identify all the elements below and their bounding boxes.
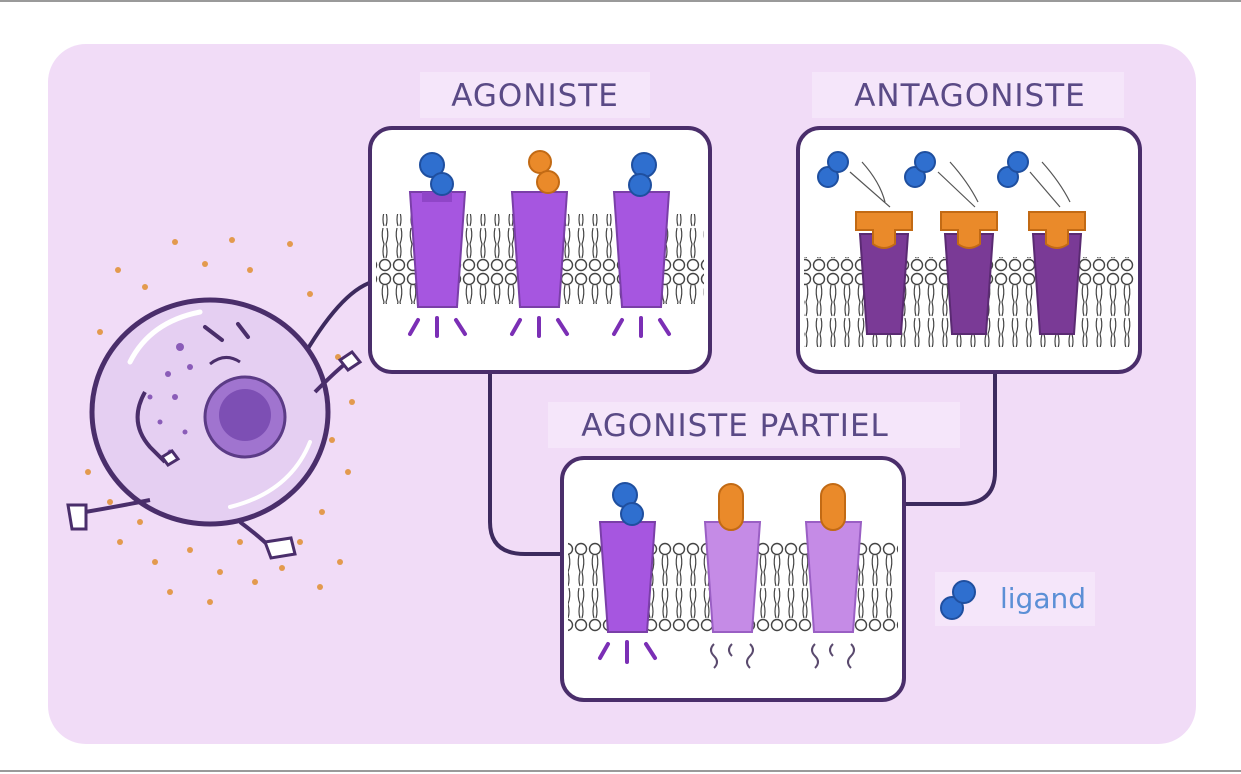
ligand-icon (997, 166, 1019, 188)
ligand-icon (827, 151, 849, 173)
ligand-icon (631, 152, 657, 178)
ligand-icon (718, 483, 744, 531)
connector-agoniste-partiel (488, 374, 565, 556)
cell-nucleolus (219, 389, 271, 441)
antagonist-block (1028, 211, 1086, 249)
title-bg-antagoniste (812, 72, 1124, 118)
free-ligand (904, 151, 979, 208)
cell-foot-right (262, 536, 297, 560)
panel-title-agoniste: AGONISTE (451, 78, 619, 114)
cell-hand-left (159, 449, 181, 467)
receptor (510, 191, 569, 308)
cell-hand-right (337, 349, 363, 373)
ligand-icon (430, 172, 454, 196)
signal-lines (612, 316, 671, 338)
panel-title-antagoniste: ANTAGONISTE (854, 78, 1086, 114)
cell-highlight-lower (228, 440, 312, 509)
cell-foot-left (66, 503, 88, 531)
panel-agoniste-partiel: AGONISTE PARTIEL (548, 402, 960, 702)
motion-lines (849, 161, 891, 208)
ligand-icon (419, 152, 445, 178)
receptor (703, 521, 762, 633)
cell-leg-left (84, 498, 151, 514)
weak-signal-lines (811, 643, 855, 669)
motion-lines (937, 161, 979, 208)
title-bg-partiel (548, 402, 960, 448)
title-bg-agoniste (420, 72, 650, 118)
free-ligand (997, 151, 1071, 208)
ligand-icon (952, 580, 976, 604)
receptor (408, 191, 467, 308)
connector-antagoniste-partiel (905, 374, 997, 506)
signal-lines (510, 316, 569, 338)
ligand-icon (620, 502, 644, 526)
cell-mouth (209, 356, 241, 366)
signal-lines (598, 640, 657, 664)
receptor (804, 521, 863, 633)
antagonist-block (855, 211, 913, 249)
ligand-icon (817, 166, 839, 188)
panel-antagoniste: ANTAGONISTE (796, 72, 1142, 374)
receptor-cap (422, 192, 452, 202)
ligand-icon (628, 173, 652, 197)
receptor (598, 521, 657, 633)
legend: ligand (935, 572, 1095, 626)
signal-lines (408, 316, 467, 338)
motion-lines (1029, 161, 1071, 208)
legend-label: ligand (1000, 582, 1086, 615)
free-ligand (817, 151, 891, 208)
ligand-icon (536, 170, 560, 194)
cell-highlight (127, 309, 203, 365)
antagonist-block (940, 211, 998, 249)
panel-agoniste: AGONISTE (368, 72, 712, 374)
weak-signal-lines (710, 643, 754, 669)
ligand-icon (1007, 151, 1029, 173)
ligand-icon (914, 151, 936, 173)
ligand-icon (940, 596, 964, 620)
ligand-icon (820, 483, 846, 531)
receptor (612, 191, 671, 308)
cell-character (66, 237, 363, 605)
cell-arm-left (135, 391, 167, 464)
cell-eyebrow (203, 322, 250, 342)
panel-title-agoniste-partiel: AGONISTE PARTIEL (581, 408, 889, 444)
ligand-icon (904, 166, 926, 188)
ligand-icon (528, 150, 552, 174)
